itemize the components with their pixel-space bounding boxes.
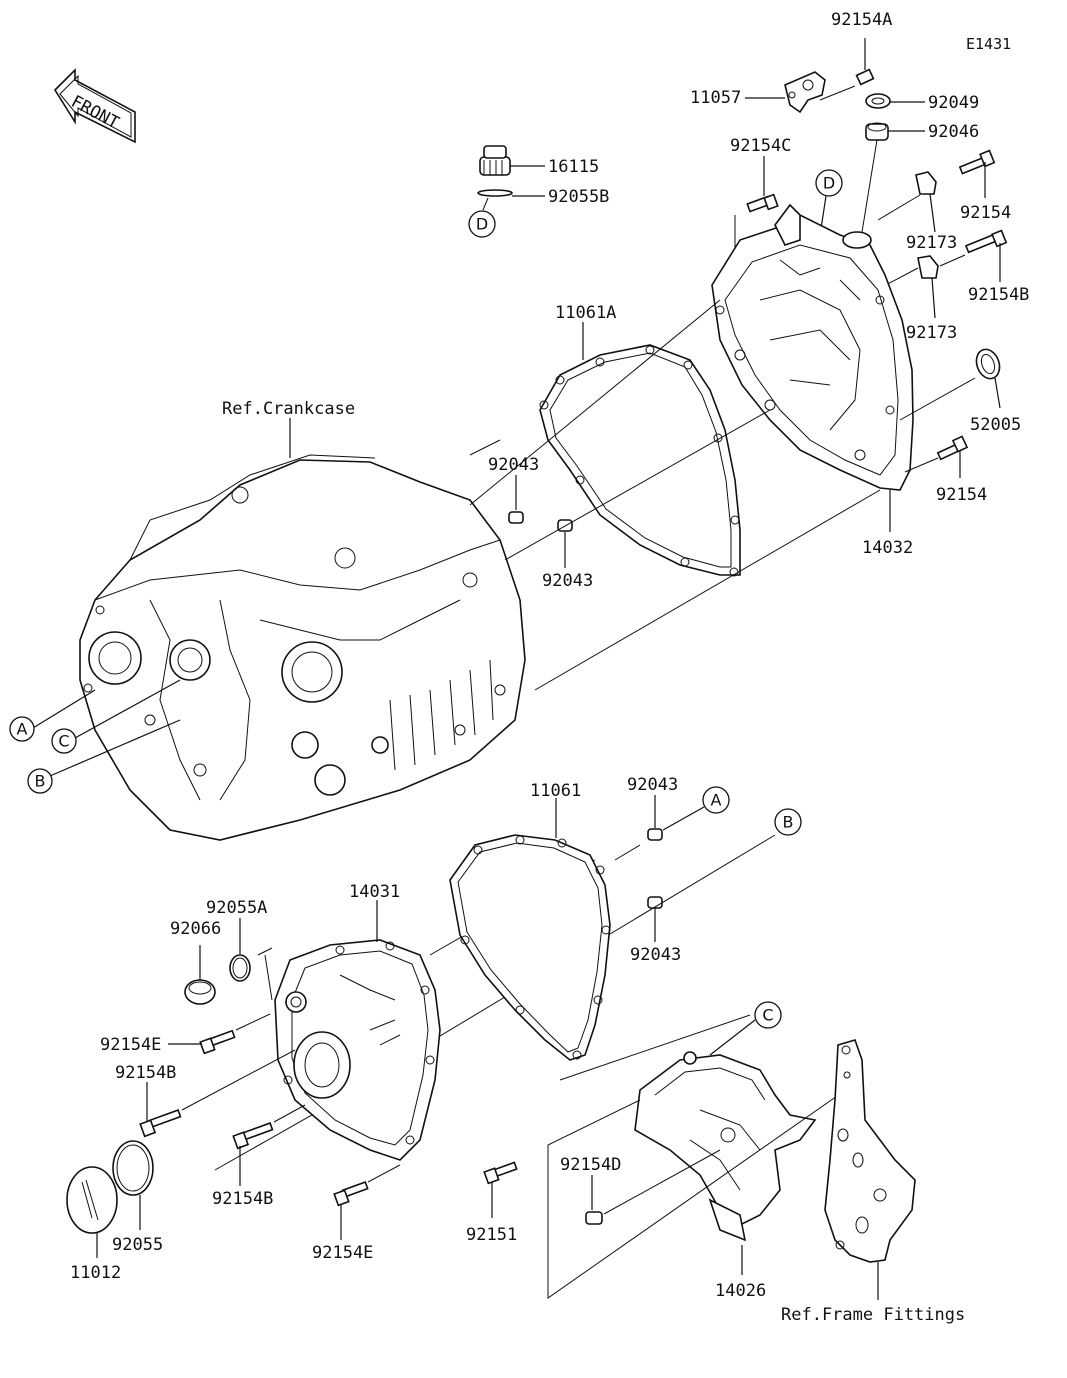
callout-d-right: D <box>815 169 843 256</box>
oring-92055A <box>229 918 273 982</box>
label-92154E-a: 92154E <box>100 1035 161 1055</box>
svg-text:D: D <box>823 174 835 193</box>
dowel-92043-b <box>557 519 573 568</box>
label-92154-mid: 92154 <box>936 485 987 505</box>
bolt-92154-mid <box>904 435 969 478</box>
label-92173-b: 92173 <box>906 323 957 343</box>
label-16115: 16115 <box>548 157 599 177</box>
bolt-92154E-b <box>333 1164 401 1240</box>
bearing-92046 <box>861 122 925 233</box>
label-92151: 92151 <box>466 1225 517 1245</box>
label-11012: 11012 <box>70 1263 121 1283</box>
bolt-92154-top <box>958 149 996 198</box>
svg-text:B: B <box>783 813 794 832</box>
frame-fitting-drawing <box>824 1039 916 1300</box>
clamp-92173-a <box>877 171 937 233</box>
label-92154A: 92154A <box>831 10 892 30</box>
diagram-code: E1431 <box>966 35 1011 53</box>
label-92043-b: 92043 <box>542 571 593 591</box>
plug-92066 <box>184 945 273 1005</box>
svg-text:A: A <box>17 720 28 739</box>
label-11057: 11057 <box>690 88 741 108</box>
front-arrow-icon: FRONT <box>53 68 136 144</box>
svg-text:D: D <box>476 215 488 234</box>
ref-frame-fittings-label: Ref.Frame Fittings <box>781 1305 965 1325</box>
cover-14032 <box>711 203 914 532</box>
label-92046: 92046 <box>928 122 979 142</box>
seal-52005 <box>899 348 1001 421</box>
callout-c-crankcase: C <box>51 679 181 754</box>
label-92055: 92055 <box>112 1235 163 1255</box>
crankcase-drawing <box>79 454 526 841</box>
callout-c-lower: C <box>709 1001 782 1056</box>
cover-14031 <box>274 900 441 1161</box>
label-14032: 14032 <box>862 538 913 558</box>
bolt-92154A <box>855 38 875 86</box>
svg-text:C: C <box>58 732 69 751</box>
label-92055A: 92055A <box>206 898 267 918</box>
label-92154E-b: 92154E <box>312 1243 373 1263</box>
label-92043-a: 92043 <box>488 455 539 475</box>
label-92055B: 92055B <box>548 187 609 207</box>
label-92066: 92066 <box>170 919 221 939</box>
dowel-92043-a <box>508 475 524 524</box>
cap-11012 <box>66 1166 118 1258</box>
washer-92049 <box>865 93 925 109</box>
label-92154B-b: 92154B <box>212 1189 273 1209</box>
oring-92055 <box>112 1140 154 1230</box>
label-92154C: 92154C <box>730 136 791 156</box>
ref-crankcase-label: Ref.Crankcase <box>222 399 355 419</box>
bolt-92154B-a <box>139 1049 296 1138</box>
label-11061A: 11061A <box>555 303 616 323</box>
label-11061: 11061 <box>530 781 581 801</box>
label-14026: 14026 <box>715 1281 766 1301</box>
label-92043-c: 92043 <box>627 775 678 795</box>
gasket-11061 <box>449 798 611 1061</box>
callout-b-lower: B <box>774 808 802 836</box>
label-92043-d: 92043 <box>630 945 681 965</box>
oring-92055B <box>477 189 545 211</box>
clamp-92173-b <box>879 255 939 319</box>
bolt-92154E-a <box>168 1013 271 1055</box>
filler-cap-16115 <box>479 145 545 176</box>
bracket-11057 <box>745 71 826 114</box>
label-52005: 52005 <box>970 415 1021 435</box>
callout-b-crankcase: B <box>27 719 181 794</box>
label-14031: 14031 <box>349 882 400 902</box>
dowel-92043-c <box>647 795 663 841</box>
bolt-92154B-top <box>939 229 1008 282</box>
label-92173-a: 92173 <box>906 233 957 253</box>
callout-a-lower: A <box>662 786 730 831</box>
bolt-92154D <box>585 1149 721 1225</box>
svg-text:A: A <box>711 791 722 810</box>
label-92049: 92049 <box>928 93 979 113</box>
label-92154B-a: 92154B <box>115 1063 176 1083</box>
gasket-11061A <box>539 322 741 577</box>
svg-text:C: C <box>762 1006 773 1025</box>
label-92154-top: 92154 <box>960 203 1011 223</box>
bolt-92151 <box>483 1161 518 1218</box>
bolt-92154B-b <box>232 1104 306 1186</box>
sprocket-cover-14026 <box>634 1051 817 1275</box>
svg-text:B: B <box>35 772 46 791</box>
callout-a-crankcase: A <box>9 689 96 742</box>
label-92154B-top: 92154B <box>968 285 1029 305</box>
callout-d-left: D <box>468 210 496 238</box>
label-92154D: 92154D <box>560 1155 621 1175</box>
